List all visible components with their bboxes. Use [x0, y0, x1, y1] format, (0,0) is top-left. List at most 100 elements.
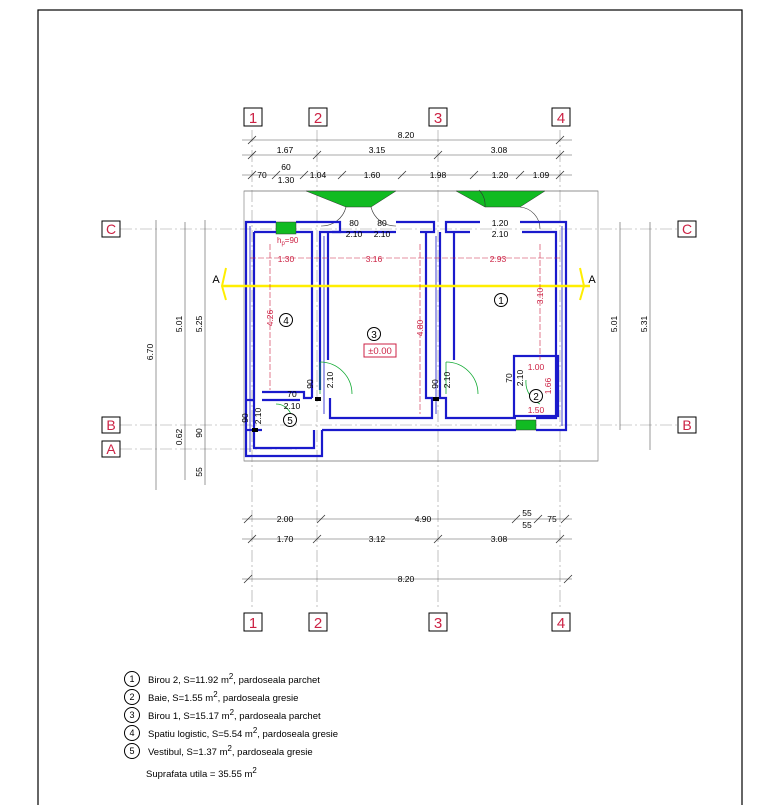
svg-text:hp=90: hp=90	[277, 236, 299, 247]
svg-text:1.20: 1.20	[492, 218, 509, 228]
legend-num-4: 4	[124, 725, 140, 741]
svg-text:1.66: 1.66	[543, 377, 553, 394]
svg-text:1.50: 1.50	[528, 405, 545, 415]
room-3-marker: 3	[371, 330, 377, 341]
level-value: ±0.00	[368, 346, 392, 357]
axis-labels-top: 1 2 3 4	[243, 107, 571, 127]
axis-grid	[120, 130, 680, 610]
section-label-right: A	[588, 274, 596, 286]
legend-row-1: 1 Birou 2, S=11.92 m2, pardoseala parche…	[124, 670, 484, 688]
level-tag: ±0.00	[363, 343, 397, 358]
svg-text:55: 55	[522, 508, 532, 518]
svg-text:1.04: 1.04	[310, 170, 327, 180]
axis-4-top: 4	[557, 110, 565, 127]
svg-text:6.70: 6.70	[145, 343, 155, 360]
windows	[275, 189, 546, 431]
svg-text:70: 70	[504, 373, 514, 383]
svg-text:0.62: 0.62	[174, 428, 184, 445]
svg-text:55: 55	[194, 467, 204, 477]
svg-text:4.26: 4.26	[265, 309, 275, 326]
room-2-marker: 2	[533, 392, 539, 403]
room-1-marker: 1	[498, 296, 504, 307]
svg-text:2.10: 2.10	[325, 371, 335, 388]
interior-dims	[250, 244, 562, 414]
axis-labels-rows: C C B B A	[101, 220, 697, 458]
total-area: Suprafata utila = 35.55 m2	[146, 766, 257, 781]
room-legend: 1 Birou 2, S=11.92 m2, pardoseala parche…	[124, 670, 484, 780]
legend-num-1: 1	[124, 671, 140, 687]
dims-bottom-text: 2.00 4.90 55 55 75 1.70 3.12 3.08 8.20	[277, 508, 557, 584]
room-4-marker: 4	[283, 316, 289, 327]
svg-text:1.20: 1.20	[492, 170, 509, 180]
svg-text:3.15: 3.15	[369, 145, 386, 155]
svg-text:2.10: 2.10	[515, 369, 525, 386]
dim-top-total: 8.20	[398, 130, 415, 140]
axis-1-bottom: 1	[249, 615, 257, 632]
svg-text:3.08: 3.08	[491, 145, 508, 155]
axis-labels-bottom: 1 2 3 4	[243, 612, 571, 632]
legend-text-2: Baie, S=1.55 m2, pardoseala gresie	[148, 689, 299, 705]
svg-text:70: 70	[287, 389, 297, 399]
section-label-left: A	[212, 274, 220, 286]
svg-text:2.10: 2.10	[346, 229, 363, 239]
svg-text:1.70: 1.70	[277, 534, 294, 544]
legend-text-1: Birou 2, S=11.92 m2, pardoseala parchet	[148, 671, 320, 687]
legend-text-4: Spatiu logistic, S=5.54 m2, pardoseala g…	[148, 725, 339, 741]
axis-a-left: A	[106, 441, 116, 457]
svg-text:2.00: 2.00	[277, 514, 294, 524]
svg-text:2.93: 2.93	[490, 254, 507, 264]
svg-text:4.80: 4.80	[415, 319, 425, 336]
svg-text:3.10: 3.10	[535, 287, 545, 304]
axis-b-left: B	[106, 417, 115, 433]
legend-num-2: 2	[124, 689, 140, 705]
svg-text:8.20: 8.20	[398, 574, 415, 584]
interior-dims-text: 1.30 3.16 2.93 4.26 4.80 3.10 1.00 1.66 …	[265, 254, 553, 415]
room-5-marker: 5	[287, 416, 293, 427]
legend-row-2: 2 Baie, S=1.55 m2, pardoseala gresie	[124, 688, 484, 706]
axis-1-top: 1	[249, 110, 257, 127]
svg-text:2.10: 2.10	[492, 229, 509, 239]
page-border	[37, 9, 743, 805]
axis-c-right: C	[682, 221, 692, 237]
svg-text:1.30: 1.30	[278, 175, 295, 185]
svg-text:3.08: 3.08	[491, 534, 508, 544]
svg-text:3.16: 3.16	[366, 254, 383, 264]
axis-3-top: 3	[434, 110, 442, 127]
svg-text:70: 70	[257, 170, 267, 180]
dims-top-text: 8.20 1.67 3.15 3.08 70 60 1.30 1.04 1.60…	[257, 130, 549, 185]
door-labels: 90 2.10 90 2.10 70 2.10 70 2.10 90 2.10	[240, 369, 525, 424]
svg-text:1.60: 1.60	[364, 170, 381, 180]
dims-bottom	[242, 518, 572, 580]
walls	[244, 220, 568, 458]
axis-4-bottom: 4	[557, 615, 565, 632]
wall-hatch	[249, 226, 563, 452]
svg-text:1.30: 1.30	[278, 254, 295, 264]
svg-text:3.12: 3.12	[369, 534, 386, 544]
section-line: A A	[212, 267, 596, 301]
svg-text:55: 55	[522, 520, 532, 530]
svg-text:80: 80	[377, 218, 387, 228]
dims-right	[619, 222, 651, 450]
axis-2-top: 2	[314, 110, 322, 127]
axis-c-left: C	[106, 221, 116, 237]
legend-row-5: 5 Vestibul, S=1.37 m2, pardoseala gresie	[124, 742, 484, 760]
svg-text:75: 75	[547, 514, 557, 524]
svg-text:2.10: 2.10	[374, 229, 391, 239]
legend-row-4: 4 Spatiu logistic, S=5.54 m2, pardoseala…	[124, 724, 484, 742]
door-swings	[275, 361, 541, 421]
svg-text:1.00: 1.00	[528, 362, 545, 372]
hp-label: hp=90	[277, 236, 299, 247]
legend-text-3: Birou 1, S=15.17 m2, pardoseala parchet	[148, 707, 321, 723]
svg-text:60: 60	[281, 162, 291, 172]
axis-3-bottom: 3	[434, 615, 442, 632]
svg-text:2.10: 2.10	[284, 401, 301, 411]
dims-top	[242, 139, 598, 192]
svg-text:5.01: 5.01	[609, 315, 619, 332]
terrace-outline	[243, 190, 599, 462]
svg-text:90: 90	[305, 379, 315, 389]
svg-text:5.25: 5.25	[194, 315, 204, 332]
svg-text:1.67: 1.67	[277, 145, 294, 155]
window-labels: 80 80 1.20 2.10 2.10 2.10	[346, 218, 509, 239]
svg-text:2.10: 2.10	[253, 407, 263, 424]
